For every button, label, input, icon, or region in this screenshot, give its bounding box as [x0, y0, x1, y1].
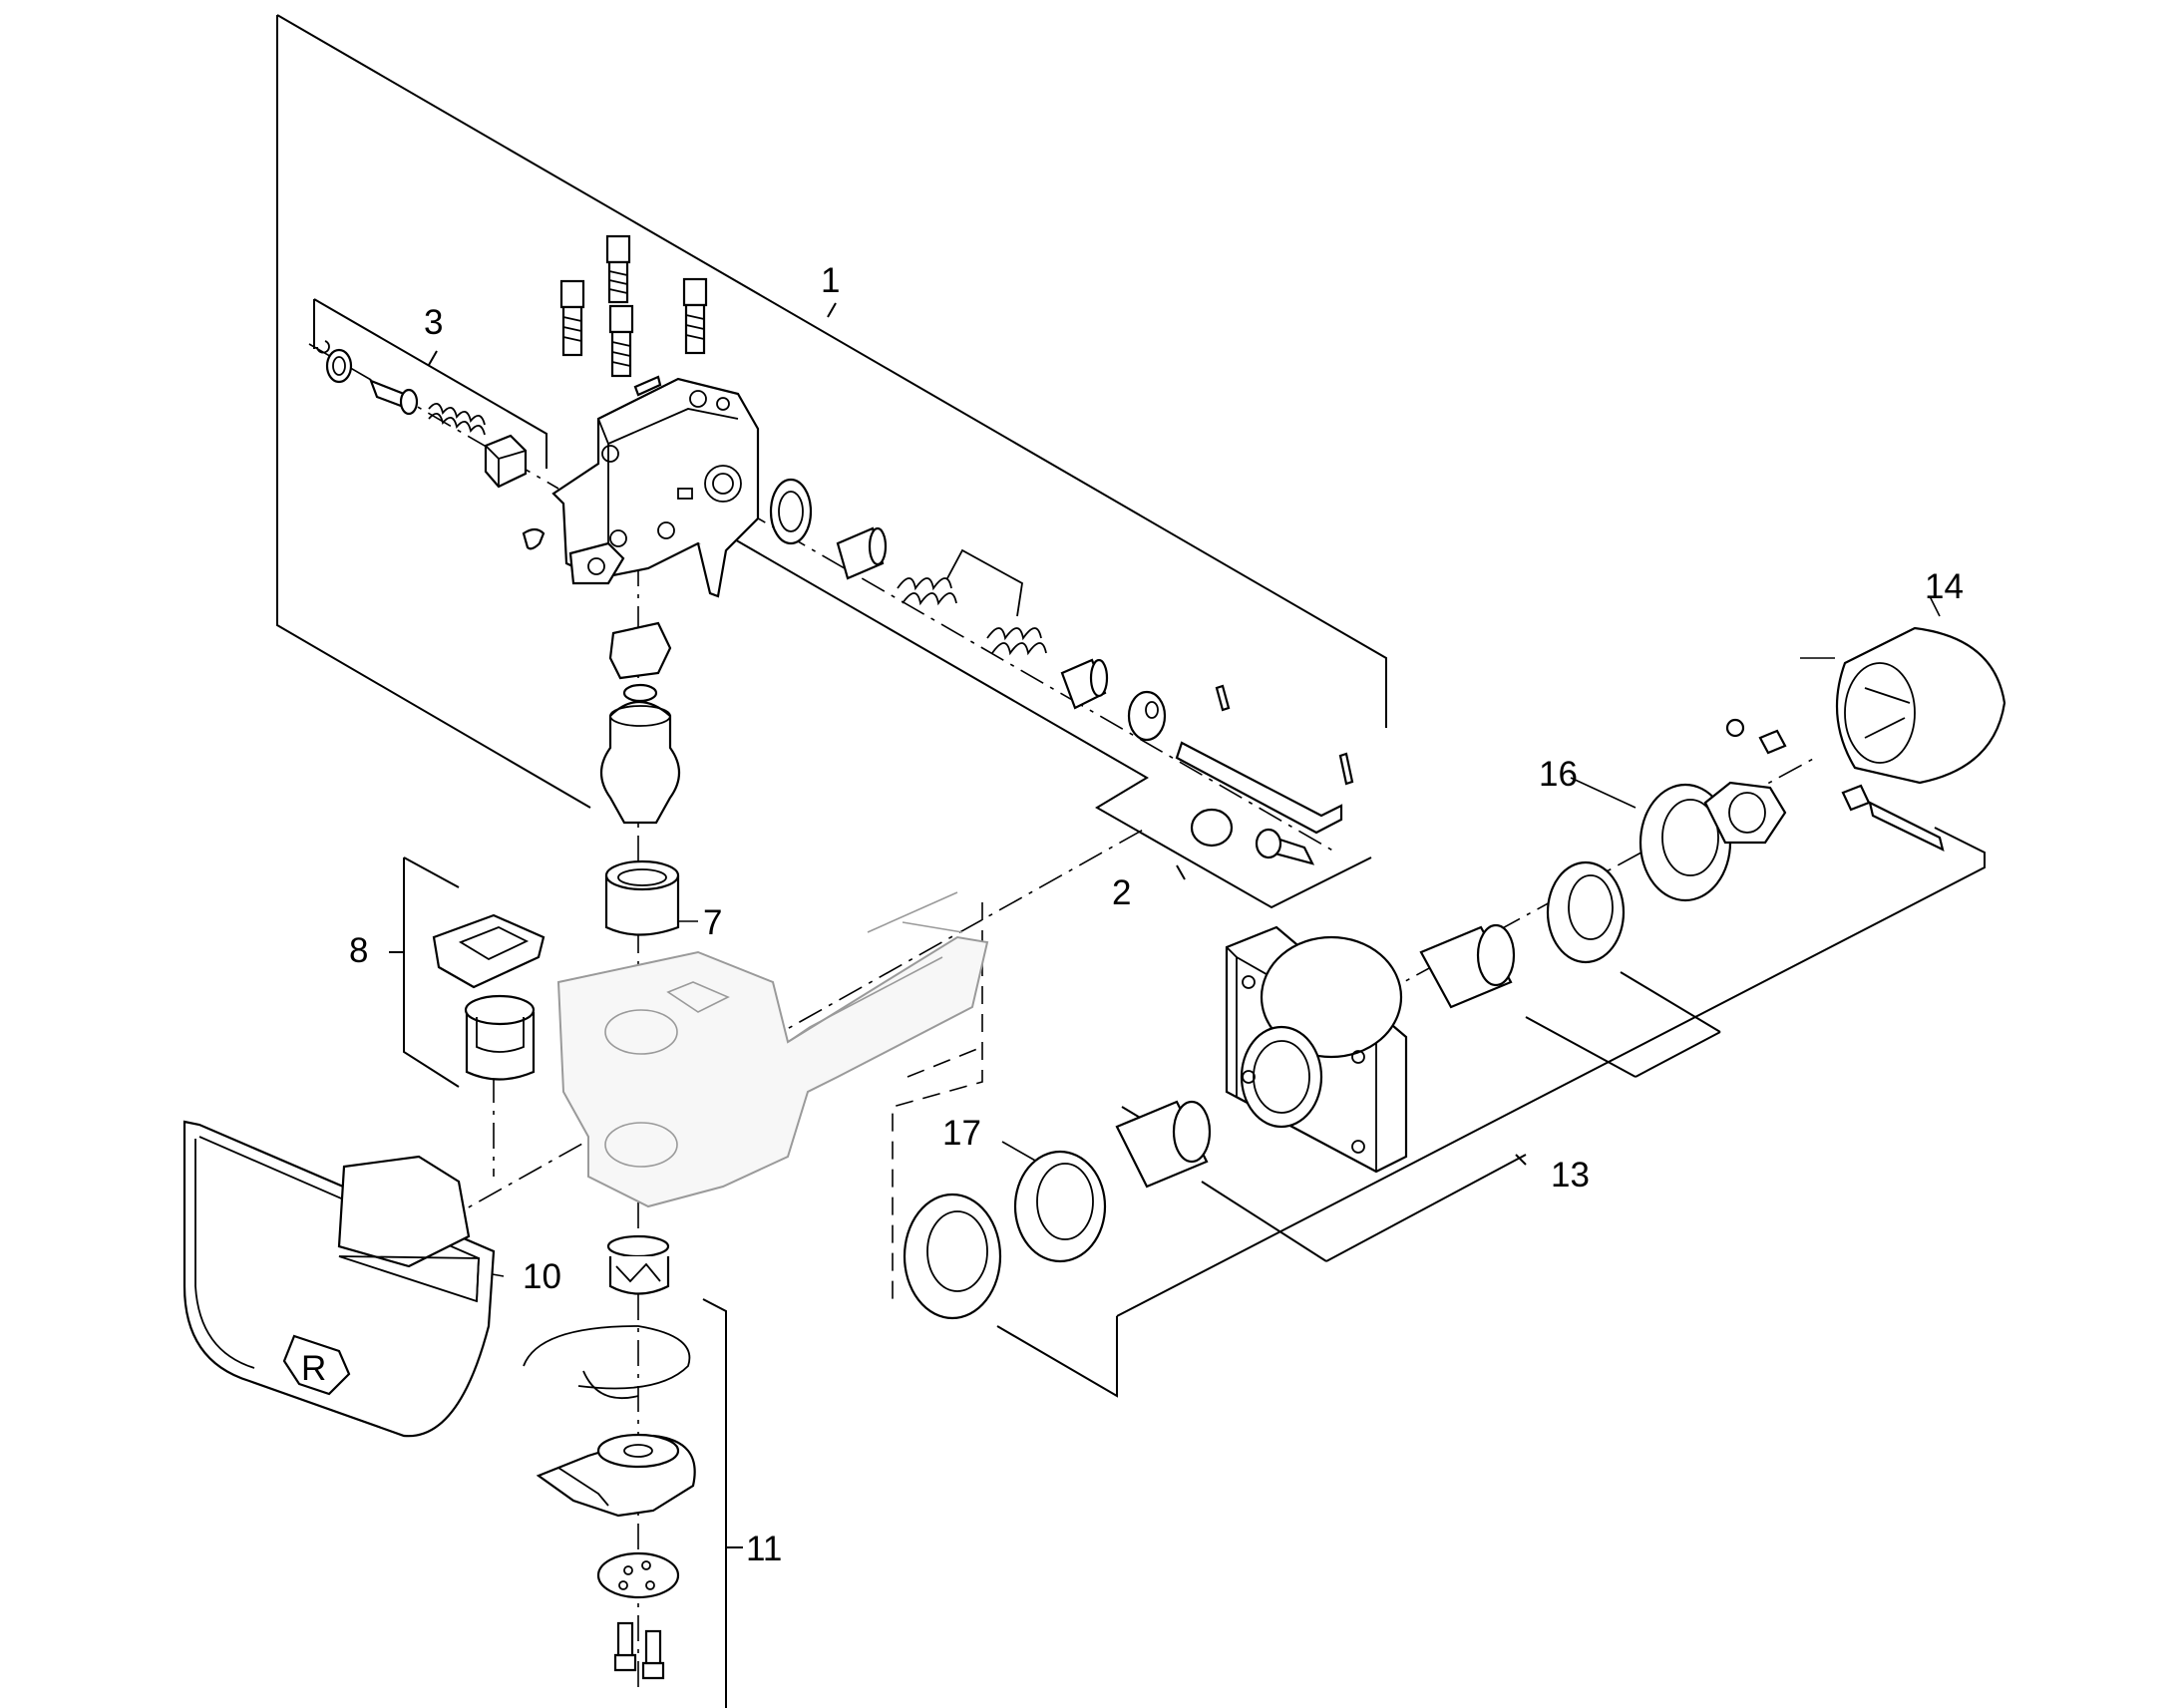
bolt-11b [641, 1629, 665, 1680]
bearing-10 [606, 1234, 670, 1295]
callout-16: 16 [1539, 755, 1578, 794]
bushing-2b [1060, 658, 1109, 710]
group-8-parts [432, 913, 545, 1081]
disc-11 [596, 1551, 680, 1599]
callout-11: 11 [746, 1530, 782, 1568]
group-10-11-parts [523, 1234, 696, 1680]
ghost-tube [867, 891, 958, 933]
block-3 [484, 434, 528, 489]
cap-14 [1835, 626, 2006, 785]
plunger [599, 683, 681, 825]
r-logo: R [282, 1334, 351, 1396]
pin-2 [1175, 741, 1343, 835]
bolt-4 [608, 304, 634, 378]
bushing-7 [604, 859, 680, 936]
spring-2b [986, 627, 1047, 656]
plate-8 [432, 913, 545, 989]
callout-8: 8 [349, 931, 368, 970]
bushing-13a [1419, 923, 1516, 1009]
guide-funnel: R [182, 1120, 496, 1438]
sleeve-8 [464, 994, 536, 1081]
group-2-parts [769, 478, 1354, 865]
plate-11 [536, 1433, 696, 1518]
callout-17: 17 [942, 1114, 981, 1153]
nut [1703, 781, 1787, 845]
callout-3: 3 [424, 303, 443, 342]
coupling-housing [551, 375, 760, 598]
logo-letter-r: R [301, 1349, 326, 1388]
seal-ring [769, 478, 813, 545]
bushing-2a [836, 526, 888, 580]
top-bolts [559, 234, 708, 378]
washer-2 [1127, 690, 1167, 742]
bushing-13b [1115, 1100, 1212, 1189]
bolt-2 [559, 279, 585, 357]
vertical-stack-upper [599, 621, 681, 936]
small-parts-13 [1725, 718, 1945, 853]
washer-13a [1546, 860, 1626, 964]
bracket-lines [276, 14, 1986, 1708]
bolt-1 [605, 234, 631, 304]
callout-13: 13 [1551, 1156, 1590, 1195]
group-13-parts [903, 626, 2006, 1320]
washer-17 [1013, 1150, 1107, 1263]
bolt-11a [613, 1621, 637, 1672]
callout-2: 2 [1112, 873, 1131, 912]
spring-wire-11 [523, 1325, 691, 1400]
bolt-3 [682, 277, 708, 355]
group-3-parts [316, 340, 545, 550]
callout-10: 10 [523, 1257, 561, 1296]
callout-labels: 1 3 2 7 8 10 11 13 14 16 17 [349, 261, 1964, 1568]
spring-2a [897, 577, 957, 606]
flange-housing [1225, 925, 1408, 1174]
callout-7: 7 [703, 903, 722, 942]
ghost-drawbar-body [556, 921, 989, 1208]
callout-14: 14 [1925, 567, 1964, 606]
callout-1: 1 [821, 261, 840, 300]
piston [369, 379, 419, 416]
washer-13b [903, 1193, 1002, 1320]
spring-3 [428, 403, 486, 436]
